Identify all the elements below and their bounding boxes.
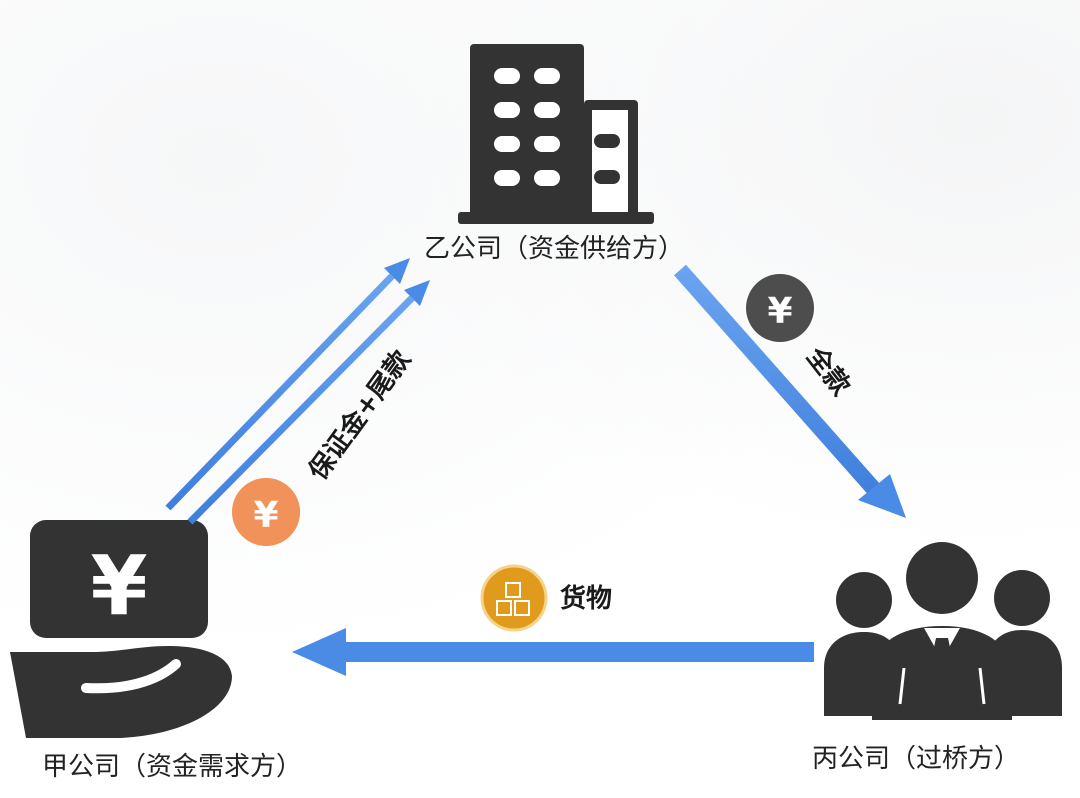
hand-holding-money-icon: ¥ [10, 520, 232, 738]
office-building-icon [458, 44, 654, 224]
full-payment-yen-badge: ¥ [746, 274, 814, 342]
goods-flow-label: 货物 [560, 584, 613, 614]
boxes-icon [480, 564, 548, 632]
arrow-deposit-to-supplier [165, 258, 430, 525]
arrow-goods-to-demander [292, 628, 814, 676]
deposit-yen-badge: ¥ [232, 478, 300, 546]
demander-label: 甲公司（资金需求方） [42, 752, 303, 782]
currency-symbol: ¥ [90, 539, 147, 634]
bridge-label: 丙公司（过桥方） [812, 744, 1021, 774]
arrow-full-payment-to-bridge [674, 264, 906, 518]
yen-icon: ¥ [253, 495, 278, 536]
supplier-label: 乙公司（资金供给方） [424, 234, 685, 264]
group-of-people-icon [824, 542, 1062, 720]
yen-icon: ¥ [767, 291, 792, 332]
